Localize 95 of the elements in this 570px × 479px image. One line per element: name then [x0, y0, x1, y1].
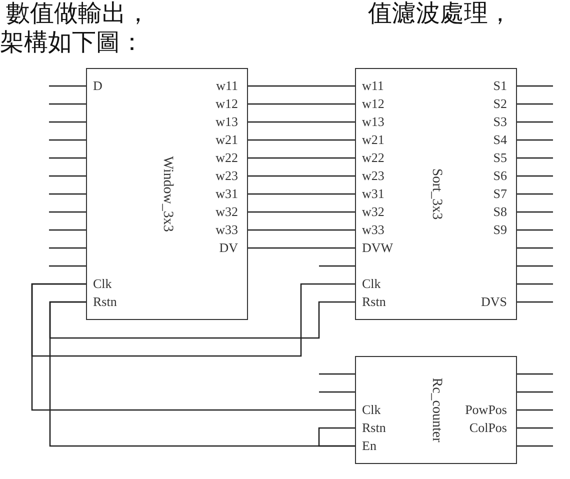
wire	[248, 211, 355, 213]
wire	[517, 157, 553, 159]
paragraph-text: 值濾波處理，	[368, 0, 512, 27]
wire	[248, 103, 355, 105]
pin-label: S3	[493, 114, 507, 129]
module-block	[355, 68, 517, 320]
pin-label: ColPos	[469, 420, 507, 435]
pin-label: Clk	[362, 402, 381, 417]
pin-label: S9	[493, 222, 507, 237]
pin-label: w31	[362, 186, 384, 201]
paragraph-text: 架構如下圖：	[0, 28, 144, 56]
pin-label: w11	[362, 78, 384, 93]
pin-label: S7	[493, 186, 507, 201]
wire	[517, 85, 553, 87]
wire	[248, 193, 355, 195]
wire	[248, 121, 355, 123]
wire	[517, 193, 553, 195]
pin-label: D	[93, 78, 102, 93]
pin-label: w33	[362, 222, 384, 237]
pin-label: PowPos	[465, 402, 507, 417]
wire	[517, 373, 553, 375]
wire	[49, 157, 86, 159]
pin-label: w33	[216, 222, 238, 237]
wire	[49, 139, 86, 141]
wire	[49, 175, 86, 177]
pin-label: Rstn	[93, 294, 117, 309]
wire	[517, 175, 553, 177]
pin-label: w11	[216, 78, 238, 93]
wire	[248, 247, 355, 249]
pin-label: DVW	[362, 240, 394, 255]
wire	[517, 409, 553, 411]
pin-label: w22	[216, 150, 238, 165]
pin-label: w23	[216, 168, 238, 183]
pin-label: w32	[362, 204, 384, 219]
paragraph-text: 數值做輸出，	[6, 0, 150, 27]
pin-label: Clk	[93, 276, 112, 291]
pin-label: En	[362, 438, 376, 453]
pin-label: w21	[362, 132, 384, 147]
pin-label: S5	[493, 150, 507, 165]
wire	[49, 229, 86, 231]
wire	[248, 139, 355, 141]
wire	[517, 445, 553, 447]
pin-label: S4	[493, 132, 507, 147]
wire	[517, 103, 553, 105]
pin-label: DV	[219, 240, 238, 255]
wire	[248, 157, 355, 159]
wire	[248, 175, 355, 177]
pin-label: S1	[493, 78, 507, 93]
wire	[517, 229, 553, 231]
wire	[49, 265, 86, 267]
pin-label: w21	[216, 132, 238, 147]
wire	[248, 229, 355, 231]
pin-label: w31	[216, 186, 238, 201]
wire	[319, 373, 355, 375]
wire	[517, 121, 553, 123]
wire	[31, 283, 355, 357]
wire	[517, 427, 553, 429]
wire	[319, 391, 355, 393]
pin-label: Clk	[362, 276, 381, 291]
wire	[319, 265, 355, 267]
wire	[31, 283, 355, 411]
pin-label: Rstn	[362, 294, 386, 309]
module-name: Rc_counter	[428, 378, 444, 442]
module-block	[86, 68, 248, 320]
pin-label: S8	[493, 204, 507, 219]
wire	[517, 211, 553, 213]
module-name: Window_3x3	[159, 156, 175, 232]
wire	[49, 247, 86, 249]
module-block	[355, 356, 517, 464]
pin-label: S2	[493, 96, 507, 111]
pin-label: w23	[362, 168, 384, 183]
pin-label: DVS	[480, 294, 507, 309]
wire	[318, 427, 355, 447]
wire	[248, 85, 355, 87]
pin-label: w13	[362, 114, 384, 129]
wire	[49, 85, 86, 87]
wire	[517, 139, 553, 141]
wire	[49, 121, 86, 123]
module-name: Sort_3x3	[428, 168, 444, 220]
wire	[517, 301, 553, 303]
wire	[49, 211, 86, 213]
pin-label: S6	[493, 168, 507, 183]
wire	[517, 265, 553, 267]
pin-label: w12	[362, 96, 384, 111]
wire	[517, 283, 553, 285]
wire	[517, 247, 553, 249]
wire	[49, 301, 355, 339]
pin-label: w22	[362, 150, 384, 165]
pin-label: w12	[216, 96, 238, 111]
wire	[49, 103, 86, 105]
wire	[49, 193, 86, 195]
pin-label: w32	[216, 204, 238, 219]
pin-label: Rstn	[362, 420, 386, 435]
wire	[517, 391, 553, 393]
pin-label: w13	[216, 114, 238, 129]
